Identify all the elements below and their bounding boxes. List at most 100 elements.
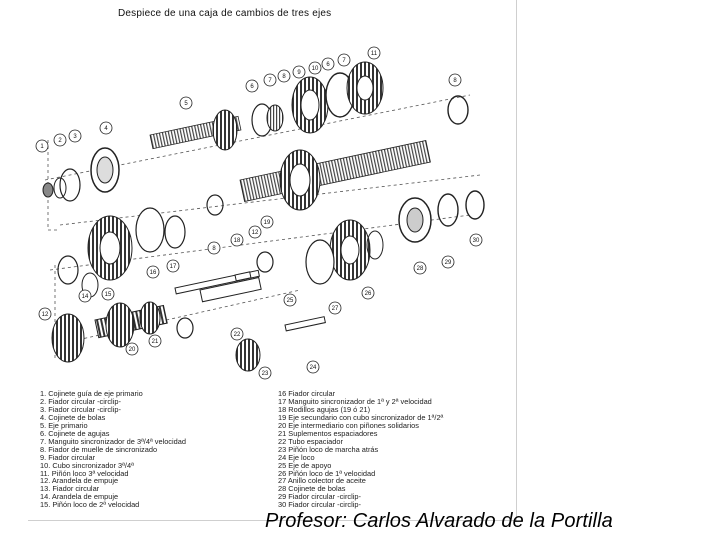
svg-text:2: 2 xyxy=(58,138,62,144)
legend-item: 24 Eje loco xyxy=(278,452,315,462)
callout-5: 5 xyxy=(179,96,193,110)
callout-27: 27 xyxy=(328,301,342,315)
callout-7: 7 xyxy=(263,73,277,87)
svg-text:8: 8 xyxy=(453,78,457,84)
callout-6: 6 xyxy=(245,79,259,93)
legend-item: 20 Eje intermediario con piñones solidar… xyxy=(278,420,419,430)
legend-item: 18 Rodillos agujas (19 ó 21) xyxy=(278,404,371,414)
callout-8c: 8 xyxy=(207,241,221,255)
legend-item: 3. Fiador circular -circlip- xyxy=(40,404,121,414)
callout-17: 17 xyxy=(166,259,180,273)
svg-text:9: 9 xyxy=(297,70,301,76)
callout-4: 4 xyxy=(99,121,113,135)
parts-legend-right: 16 Fiador circular 17 Manguito sincroniz… xyxy=(278,390,508,509)
legend-item: 11. Piñón loco 3ª velocidad xyxy=(40,468,129,478)
svg-text:5: 5 xyxy=(184,101,188,107)
legend-item: 6. Cojinete de agujas xyxy=(40,428,110,438)
callout-2: 2 xyxy=(53,133,67,147)
svg-text:10: 10 xyxy=(312,66,319,72)
legend-item: 4. Cojinete de bolas xyxy=(40,412,106,422)
legend-item: 2. Fiador circular -circlip- xyxy=(40,396,121,406)
legend-item: 19 Eje secundario con cubo sincronizador… xyxy=(278,412,444,422)
svg-text:12: 12 xyxy=(252,230,259,236)
svg-text:29: 29 xyxy=(445,260,452,266)
callout-11: 11 xyxy=(367,46,381,60)
legend-item: 17 Manguito sincronizador de 1ª y 2ª vel… xyxy=(278,396,432,406)
callout-23: 23 xyxy=(258,366,272,380)
callout-22: 22 xyxy=(230,327,244,341)
callout-19: 19 xyxy=(260,215,274,229)
svg-text:15: 15 xyxy=(105,292,112,298)
callout-12b: 12 xyxy=(248,225,262,239)
svg-text:7: 7 xyxy=(268,78,272,84)
svg-text:23: 23 xyxy=(262,371,269,377)
svg-text:1: 1 xyxy=(40,144,44,150)
legend-item: 1. Cojinete guía de eje primario xyxy=(40,389,143,398)
legend-item: 16 Fiador circular xyxy=(278,389,336,398)
callout-6b: 6 xyxy=(321,57,335,71)
svg-text:21: 21 xyxy=(152,339,159,345)
legend-item: 26 Piñón loco de 1ª velocidad xyxy=(278,468,376,478)
author-footer: Profesor: Carlos Alvarado de la Portilla xyxy=(265,510,613,532)
callout-29: 29 xyxy=(441,255,455,269)
legend-item: 14. Arandela de empuje xyxy=(40,492,119,502)
svg-text:6: 6 xyxy=(250,84,254,90)
callout-24: 24 xyxy=(306,360,320,374)
legend-item: 29 Fiador circular -circlip- xyxy=(278,492,361,502)
legend-item: 13. Fiador circular xyxy=(40,484,100,494)
callout-25: 25 xyxy=(283,293,297,307)
legend-item: 7. Manguito sincronizador de 3ª/4ª veloc… xyxy=(40,436,186,446)
svg-text:8: 8 xyxy=(212,246,216,252)
callout-10: 10 xyxy=(308,61,322,75)
legend-item: 22 Tubo espaciador xyxy=(278,436,343,446)
svg-text:26: 26 xyxy=(365,291,372,297)
callout-15: 15 xyxy=(101,287,115,301)
svg-text:17: 17 xyxy=(170,264,177,270)
svg-text:14: 14 xyxy=(82,294,89,300)
legend-item: 23 Piñón loco de marcha atrás xyxy=(278,444,379,454)
svg-text:3: 3 xyxy=(73,134,77,140)
svg-text:19: 19 xyxy=(264,220,271,226)
callout-14: 14 xyxy=(78,289,92,303)
primary-shaft-assembly xyxy=(42,61,469,202)
legend-item: 10. Cubo sincronizador 3ª/4ª xyxy=(40,460,134,470)
svg-text:24: 24 xyxy=(310,365,317,371)
legend-item: 9. Fiador circular xyxy=(40,452,96,462)
legend-item: 12. Arandela de empuje xyxy=(40,476,119,486)
svg-text:27: 27 xyxy=(332,306,339,312)
svg-text:12: 12 xyxy=(42,312,49,318)
callout-26: 26 xyxy=(361,286,375,300)
svg-text:16: 16 xyxy=(150,270,157,276)
svg-text:8: 8 xyxy=(282,74,286,80)
countershaft-assembly xyxy=(51,269,326,372)
svg-text:20: 20 xyxy=(129,347,136,353)
svg-text:6: 6 xyxy=(326,62,330,68)
legend-item: 28 Cojinete de bolas xyxy=(278,484,346,494)
callout-8b: 8 xyxy=(448,73,462,87)
callout-7b: 7 xyxy=(337,53,351,67)
svg-text:18: 18 xyxy=(234,238,241,244)
callout-16: 16 xyxy=(146,265,160,279)
callout-21: 21 xyxy=(148,334,162,348)
callout-18: 18 xyxy=(230,233,244,247)
svg-text:22: 22 xyxy=(234,332,241,338)
second-third-gear-pack xyxy=(57,207,274,298)
legend-item: 8. Fiador de muelle de sincronizado xyxy=(40,444,158,454)
legend-item: 30 Fiador circular -circlip- xyxy=(278,500,361,510)
callout-markers: 1 2 3 4 5 6 7 8 9 10 11 8 7 6 12 14 15 1… xyxy=(35,46,483,380)
callout-1: 1 xyxy=(35,139,49,153)
diagram-title: Despiece de una caja de cambios de tres … xyxy=(118,8,332,19)
secondary-shaft-assembly xyxy=(206,140,485,285)
svg-text:4: 4 xyxy=(104,126,108,132)
svg-text:28: 28 xyxy=(417,266,424,272)
parts-legend-left: 1. Cojinete guía de eje primario 2. Fiad… xyxy=(40,390,260,509)
callout-3: 3 xyxy=(68,129,82,143)
svg-text:25: 25 xyxy=(287,298,294,304)
callout-12: 12 xyxy=(38,307,52,321)
callout-20: 20 xyxy=(125,342,139,356)
legend-item: 25 Eje de apoyo xyxy=(278,460,332,470)
callout-28: 28 xyxy=(413,261,427,275)
callout-9: 9 xyxy=(292,65,306,79)
callout-8: 8 xyxy=(277,69,291,83)
